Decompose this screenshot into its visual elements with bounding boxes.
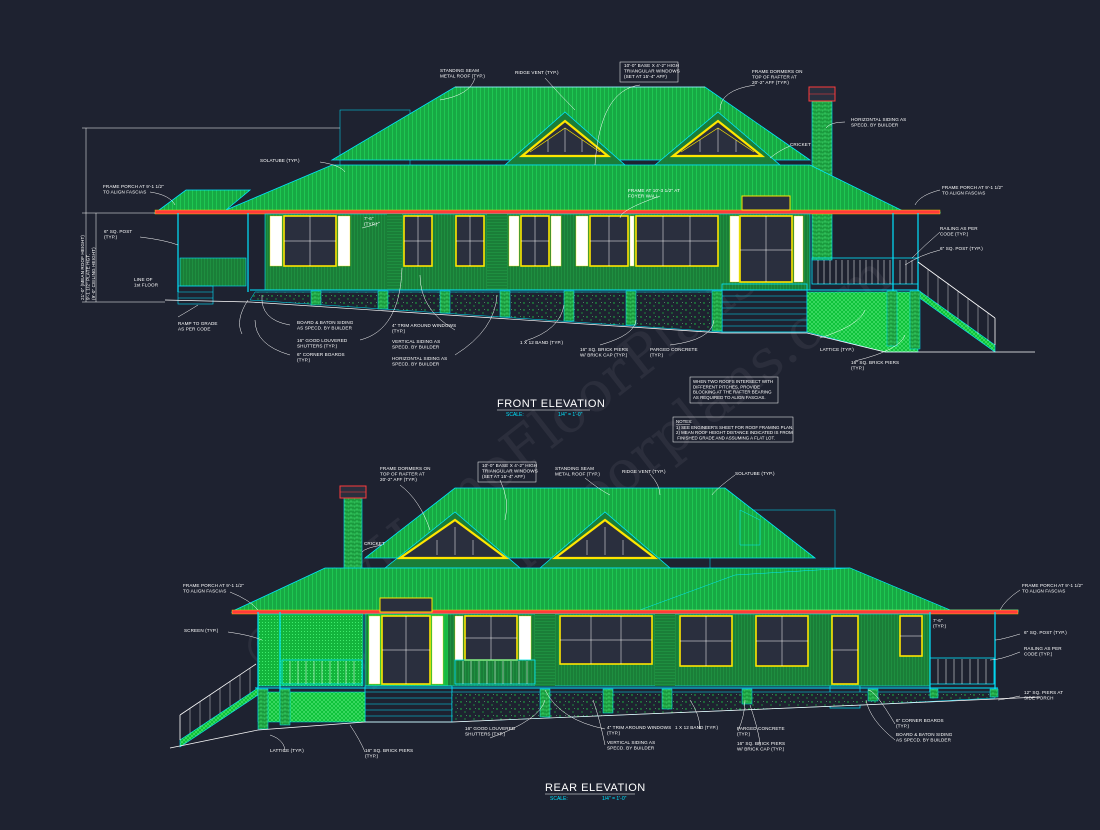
front-label-solatube: SOLATUBE (TYP.) bbox=[260, 158, 300, 163]
notes-item-1: 1) SEE ENGINEER'S SHEET FOR ROOF FRAMING… bbox=[676, 425, 793, 430]
front-dormer-left bbox=[503, 111, 627, 166]
rear-label-band: 1 X 12 BAND (TYP.) bbox=[675, 725, 718, 730]
rear-label-cricket: CRICKET bbox=[364, 541, 385, 546]
front-porch-roof bbox=[153, 164, 941, 214]
rear-label-screen: SCREEN (TYP.) bbox=[184, 628, 219, 633]
front-dormer-right bbox=[653, 111, 782, 166]
front-label-trim-windows: 4" TRIM AROUND WINDOWS(TYP.) bbox=[392, 323, 456, 334]
front-left-porch bbox=[177, 257, 247, 305]
front-scale-label: SCALE: bbox=[506, 412, 524, 418]
front-label-frame-porch-right: FRAME PORCH AT 9'-1 1/2"TO ALIGN FASCIAS bbox=[942, 185, 1003, 196]
front-label-post-left: 6" SQ. POST(TYP.) bbox=[104, 229, 132, 240]
front-door-transom bbox=[741, 195, 791, 211]
rear-label-ridge-vent: RIDGE VENT (TYP.) bbox=[622, 469, 666, 474]
front-porch-posts bbox=[177, 213, 919, 292]
rear-label-corner-boards: 6" CORNER BOARDS(TYP.) bbox=[896, 718, 944, 729]
rear-elevation-title: REAR ELEVATION bbox=[545, 782, 646, 794]
front-label-cricket: CRICKET bbox=[790, 142, 811, 147]
front-grade-line bbox=[164, 299, 1035, 353]
rear-shutters bbox=[368, 615, 532, 685]
front-label-frame-porch-left: FRAME PORCH AT 9'-1 1/2"TO ALIGN FASCIAS bbox=[103, 184, 164, 195]
rear-label-post: 6" SQ. POST (TYP.) bbox=[1024, 630, 1067, 635]
rear-brick-piers bbox=[257, 688, 999, 730]
rear-label-trim-windows: 4" TRIM AROUND WINDOWS(TYP.) bbox=[607, 725, 671, 736]
rear-label-dim-7-6: 7'-6"(TYP.) bbox=[933, 618, 947, 629]
front-label-post-right: 6" SQ. POST (TYP.) bbox=[940, 246, 983, 251]
front-label-parged: PARGED CONCRETE(TYP.) bbox=[650, 347, 698, 358]
rear-dormer-left bbox=[383, 511, 522, 569]
notes-item-2: 2) MEAN ROOF HEIGHT DISTANCE INDICATED I… bbox=[676, 430, 793, 440]
rear-label-lattice: LATTICE (TYP.) bbox=[270, 748, 304, 753]
rear-railings bbox=[281, 657, 995, 685]
rear-chimney bbox=[339, 485, 367, 579]
rear-label-frame-porch-left: FRAME PORCH AT 9'-1 1/2"TO ALIGN FASCIAS bbox=[183, 583, 244, 594]
rear-label-frame-porch-right: FRAME PORCH AT 9'-1 1/2"TO ALIGN FASCIAS bbox=[1022, 583, 1083, 594]
rear-screen-porch bbox=[257, 613, 364, 687]
front-scale-value: 1/4" = 1'-0" bbox=[558, 412, 583, 418]
rear-side-stair bbox=[179, 663, 259, 748]
rear-scale-label: SCALE: bbox=[550, 796, 568, 802]
front-label-band: 1 X 12 BAND (TYP.) bbox=[520, 340, 563, 345]
front-leaders bbox=[139, 77, 941, 362]
rear-label-solatube: SOLATUBE (TYP.) bbox=[735, 471, 775, 476]
front-right-porch bbox=[811, 257, 919, 285]
front-side-stair bbox=[917, 261, 996, 353]
rear-leaders bbox=[227, 473, 1021, 753]
front-shutters bbox=[269, 215, 804, 283]
notes-heading: NOTES: bbox=[676, 419, 692, 424]
rear-door-transom bbox=[379, 597, 433, 613]
rear-scale-value: 1/4" = 1'-0" bbox=[602, 796, 627, 802]
front-vertical-dims-label: 21'-0" (MEAN ROOF HEIGHT)9'-1 1/2" PLATE… bbox=[80, 235, 96, 300]
front-elevation-title: FRONT ELEVATION bbox=[497, 398, 605, 410]
rear-grade-line bbox=[169, 696, 1041, 749]
rear-foundation-grid bbox=[257, 691, 366, 723]
rear-label-brick-piers: 16" SQ. BRICK PIERS(TYP.) bbox=[365, 748, 413, 759]
front-label-brick-piers: 16" SQ. BRICK PIERS(TYP.) bbox=[851, 360, 899, 371]
front-label-lattice: LATTICE (TYP.) bbox=[820, 347, 854, 352]
front-elevation: 21'-0" (MEAN ROOF HEIGHT)9'-1 1/2" PLATE… bbox=[80, 61, 1035, 418]
front-vertical-dimensions bbox=[82, 127, 340, 303]
rear-label-parged: PARGED CONCRETE(TYP.) bbox=[737, 726, 785, 737]
front-label-ridge-vent: RIDGE VENT (TYP.) bbox=[515, 70, 559, 75]
front-label-dim-7-6: 7'-6"(TYP.) bbox=[364, 216, 378, 227]
rear-foundation bbox=[451, 691, 996, 723]
front-brick-piers bbox=[310, 290, 921, 350]
front-label-corner-boards: 6" CORNER BOARDS(TYP.) bbox=[297, 352, 345, 363]
